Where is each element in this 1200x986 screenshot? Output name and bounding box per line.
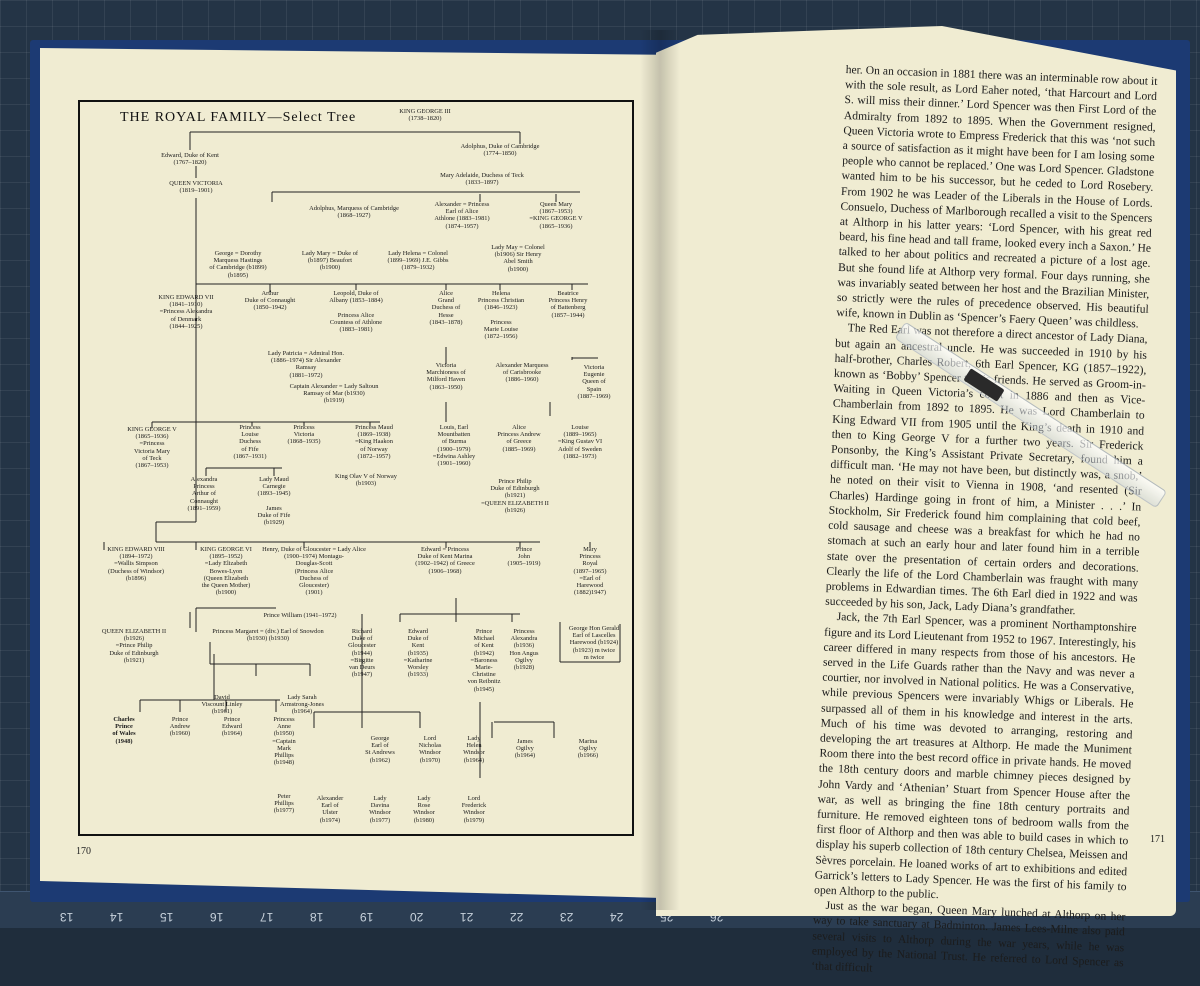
tree-node: KING EDWARD VIII(1894–1972)=Wallis Simps… (107, 546, 165, 582)
paragraph: Just as the war began, Queen Mary lunche… (811, 899, 1126, 975)
tree-node: QUEEN VICTORIA(1819–1901) (169, 180, 223, 195)
tree-node: Lady Patricia = Admiral Hon.(1886–1974) … (267, 350, 345, 379)
paragraph: her. On an occasion in 1881 there was an… (836, 62, 1158, 331)
tree-node: KING GEORGE VI(1895–1952)=Lady Elizabeth… (200, 546, 252, 597)
family-tree-frame (78, 100, 634, 836)
left-page (40, 48, 662, 898)
right-page (656, 26, 1176, 916)
paragraph: Jack, the 7th Earl Spencer, was a promin… (813, 610, 1137, 902)
ruler-number: 16 (210, 910, 224, 924)
ruler-number: 24 (610, 910, 624, 924)
ruler-number: 20 (410, 910, 424, 924)
ruler-number: 21 (460, 910, 474, 924)
page-number-right: 171 (1150, 834, 1165, 845)
ruler-number: 14 (110, 910, 124, 924)
ruler-number: 22 (510, 910, 524, 924)
book-gutter (640, 30, 680, 910)
page-number-left: 170 (76, 846, 91, 857)
ruler-number: 13 (60, 910, 74, 924)
tree-node: King Olav V of Norway(b1903) (335, 473, 397, 488)
ruler-number: 19 (360, 910, 374, 924)
tree-node: Adolphus, Marquess of Cambridge(1868–192… (309, 205, 399, 220)
ruler-number: 17 (260, 910, 274, 924)
tree-node: Lady Mary = Duke of(b1897) Beaufort(b190… (301, 250, 359, 272)
ruler-number: 18 (310, 910, 324, 924)
tree-node: Adolphus, Duke of Cambridge(1774–1850) (460, 143, 540, 158)
tree-node: Mary Adelaide, Duchess of Teck(1833–1897… (440, 172, 524, 187)
ruler-number: 23 (560, 910, 574, 924)
tree-node: Lady Helena = Colonel(1899–1969) J.E. Gi… (387, 250, 449, 272)
tree-title: THE ROYAL FAMILY—Select Tree (120, 110, 357, 125)
tree-node: Princess Margaret = (div.) Earl of Snowd… (212, 628, 324, 643)
tree-node: KING GEORGE III(1738–1820) (399, 108, 451, 123)
tree-node: Henry, Duke of Gloucester = Lady Alice(1… (262, 546, 366, 597)
tree-node: Prince William (1941–1972) (263, 612, 337, 619)
body-text: her. On an occasion in 1881 there was an… (811, 62, 1158, 985)
tree-node: Edward, Duke of Kent(1767–1820) (161, 152, 219, 167)
tree-connector-lines (103, 131, 621, 778)
ruler-number: 15 (160, 910, 174, 924)
tree-node: Queen Mary(1867–1953)=KING GEORGE V(1865… (529, 201, 583, 230)
tree-node: KING EDWARD VII(1841–1910)=Princess Alex… (158, 294, 214, 330)
